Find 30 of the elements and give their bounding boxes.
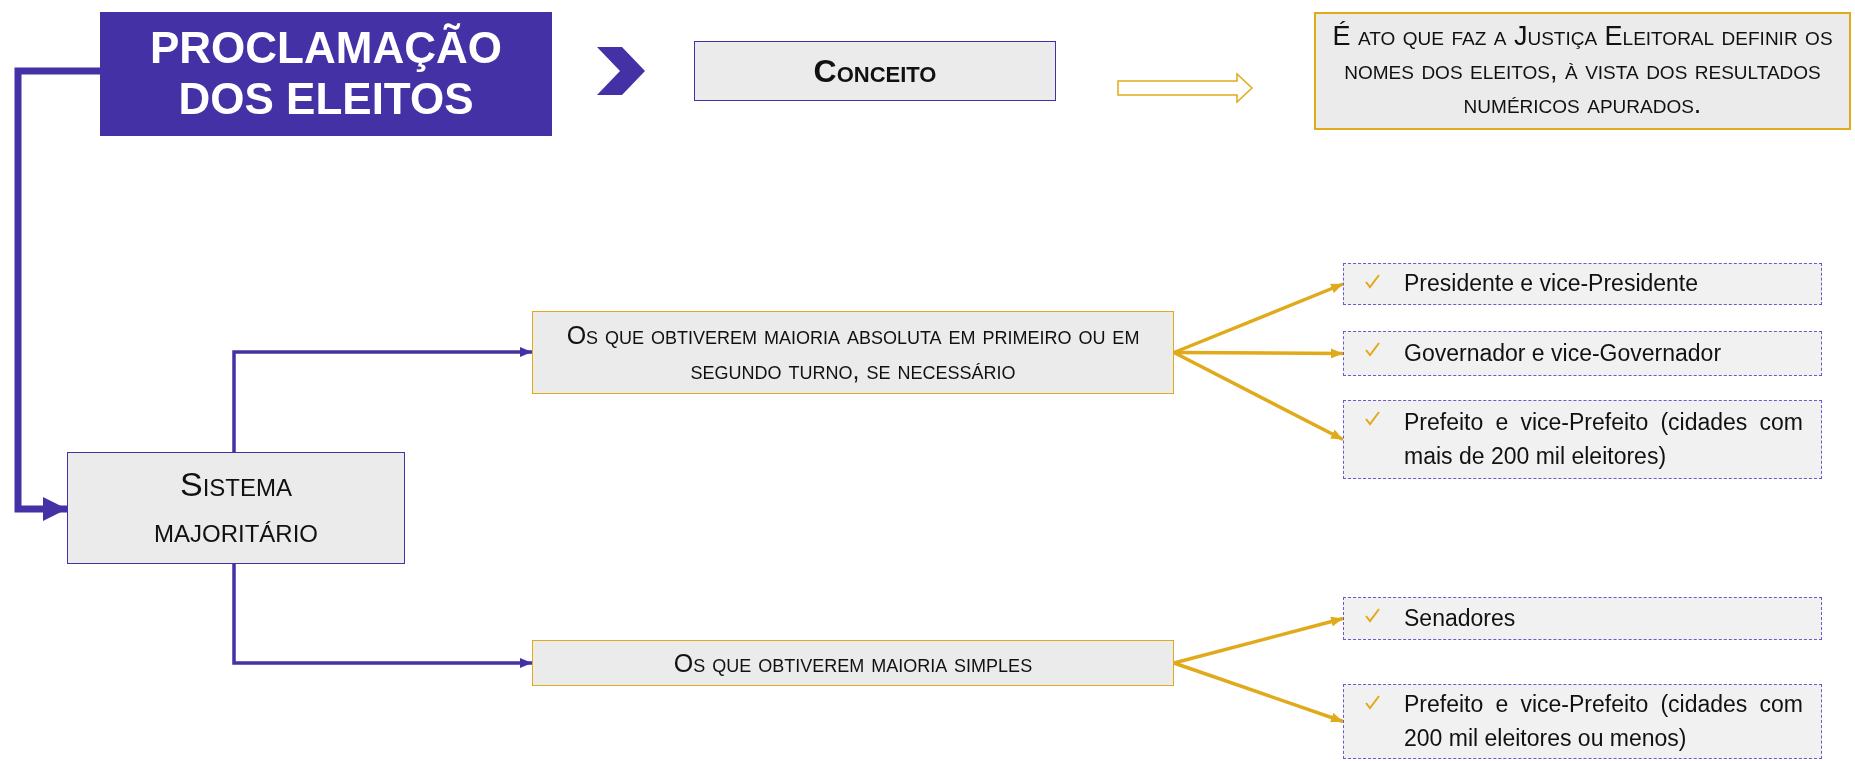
connector-arrow [1173, 661, 1344, 724]
node-text: PROCLAMAÇÃO DOS ELEITOS [149, 23, 503, 125]
connector-arrow [232, 564, 532, 668]
office-box [1343, 263, 1822, 305]
office-box [1343, 400, 1822, 479]
connector-arrow [1174, 348, 1343, 359]
criterion-box [532, 311, 1174, 394]
title-box [100, 12, 552, 136]
chevron-arrow [597, 47, 645, 95]
office-box [1343, 597, 1822, 640]
node-text: Governador e vice-Governador [1404, 338, 1723, 368]
concept-box [694, 41, 1056, 101]
definition-box [1314, 12, 1851, 130]
connector-arrow [232, 347, 532, 452]
node-text: Conceito [813, 52, 937, 90]
node-text: Prefeito e vice-Prefeito (cidades com 200 mil eleitores ou menos) [1404, 690, 1803, 753]
system-box [67, 452, 405, 564]
node-text: Presidente e vice-Presidente [1404, 269, 1700, 299]
office-box [1343, 684, 1822, 759]
node-text: Os que obtiverem maioria absoluta em primeiro ou em segundo turno, se necessário [565, 319, 1141, 386]
node-text: Os que obtiverem maioria simples [673, 647, 1033, 679]
connector-arrow [14, 67, 100, 521]
block-arrow [1117, 72, 1254, 104]
node-text: Senadores [1404, 603, 1517, 633]
office-box [1343, 331, 1822, 376]
criterion-box [532, 640, 1174, 686]
node-text: Prefeito e vice-Prefeito (cidades com mais de 200 mil eleitores) [1404, 408, 1803, 471]
node-text: É ato que faz a Justiça Eleitoral definir os nomes dos eleitos, à vista dos resultados numéricos apurados. [1331, 20, 1834, 121]
connector-arrow [1173, 616, 1344, 665]
node-text: Sistema majoritário [153, 464, 319, 551]
